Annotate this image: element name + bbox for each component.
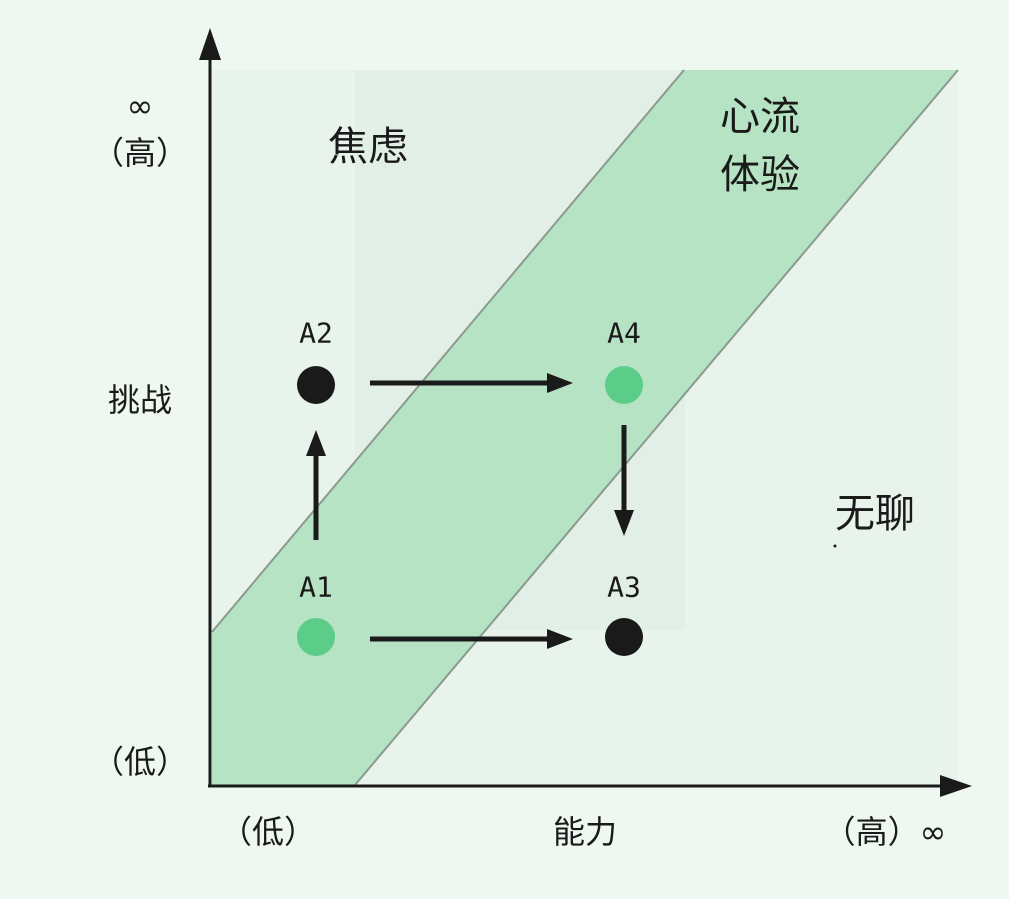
point-a3-label: A3 [607,570,641,604]
flow-upper-boundary [211,69,685,633]
y-axis-high-label: （高） [91,134,189,172]
x-axis-title: 能力 [552,813,618,851]
y-axis-title: 挑战 [107,381,173,419]
point-a2-label: A2 [299,316,333,350]
region-anxiety-label: 焦虑 [328,124,408,170]
region-flow-label-line1: 心流 [720,94,800,140]
flow-band [212,70,958,785]
x-axis-arrow-icon [940,775,972,797]
flow-lower-boundary [354,69,959,786]
region-boredom-label: 无聊 [835,491,915,537]
y-axis-infinity: ∞ [126,87,154,125]
point-a4-label: A4 [607,316,641,350]
point-a1-label: A1 [299,570,333,604]
y-axis-low-label: （低） [91,743,189,781]
x-axis-high-label: （高）∞ [823,813,947,851]
point-a2 [297,366,335,404]
x-axis-low-label: （低） [219,813,317,851]
arrow-head-icon [614,510,634,536]
arrow-head-icon [547,373,573,393]
stray-dot [833,544,837,548]
point-a1 [297,618,335,656]
y-axis-arrow-icon [199,28,221,60]
point-a3 [605,618,643,656]
arrow-head-icon [306,430,326,456]
region-flow-label-line2: 体验 [720,152,800,198]
point-a4 [605,366,643,404]
arrow-head-icon [547,629,573,649]
